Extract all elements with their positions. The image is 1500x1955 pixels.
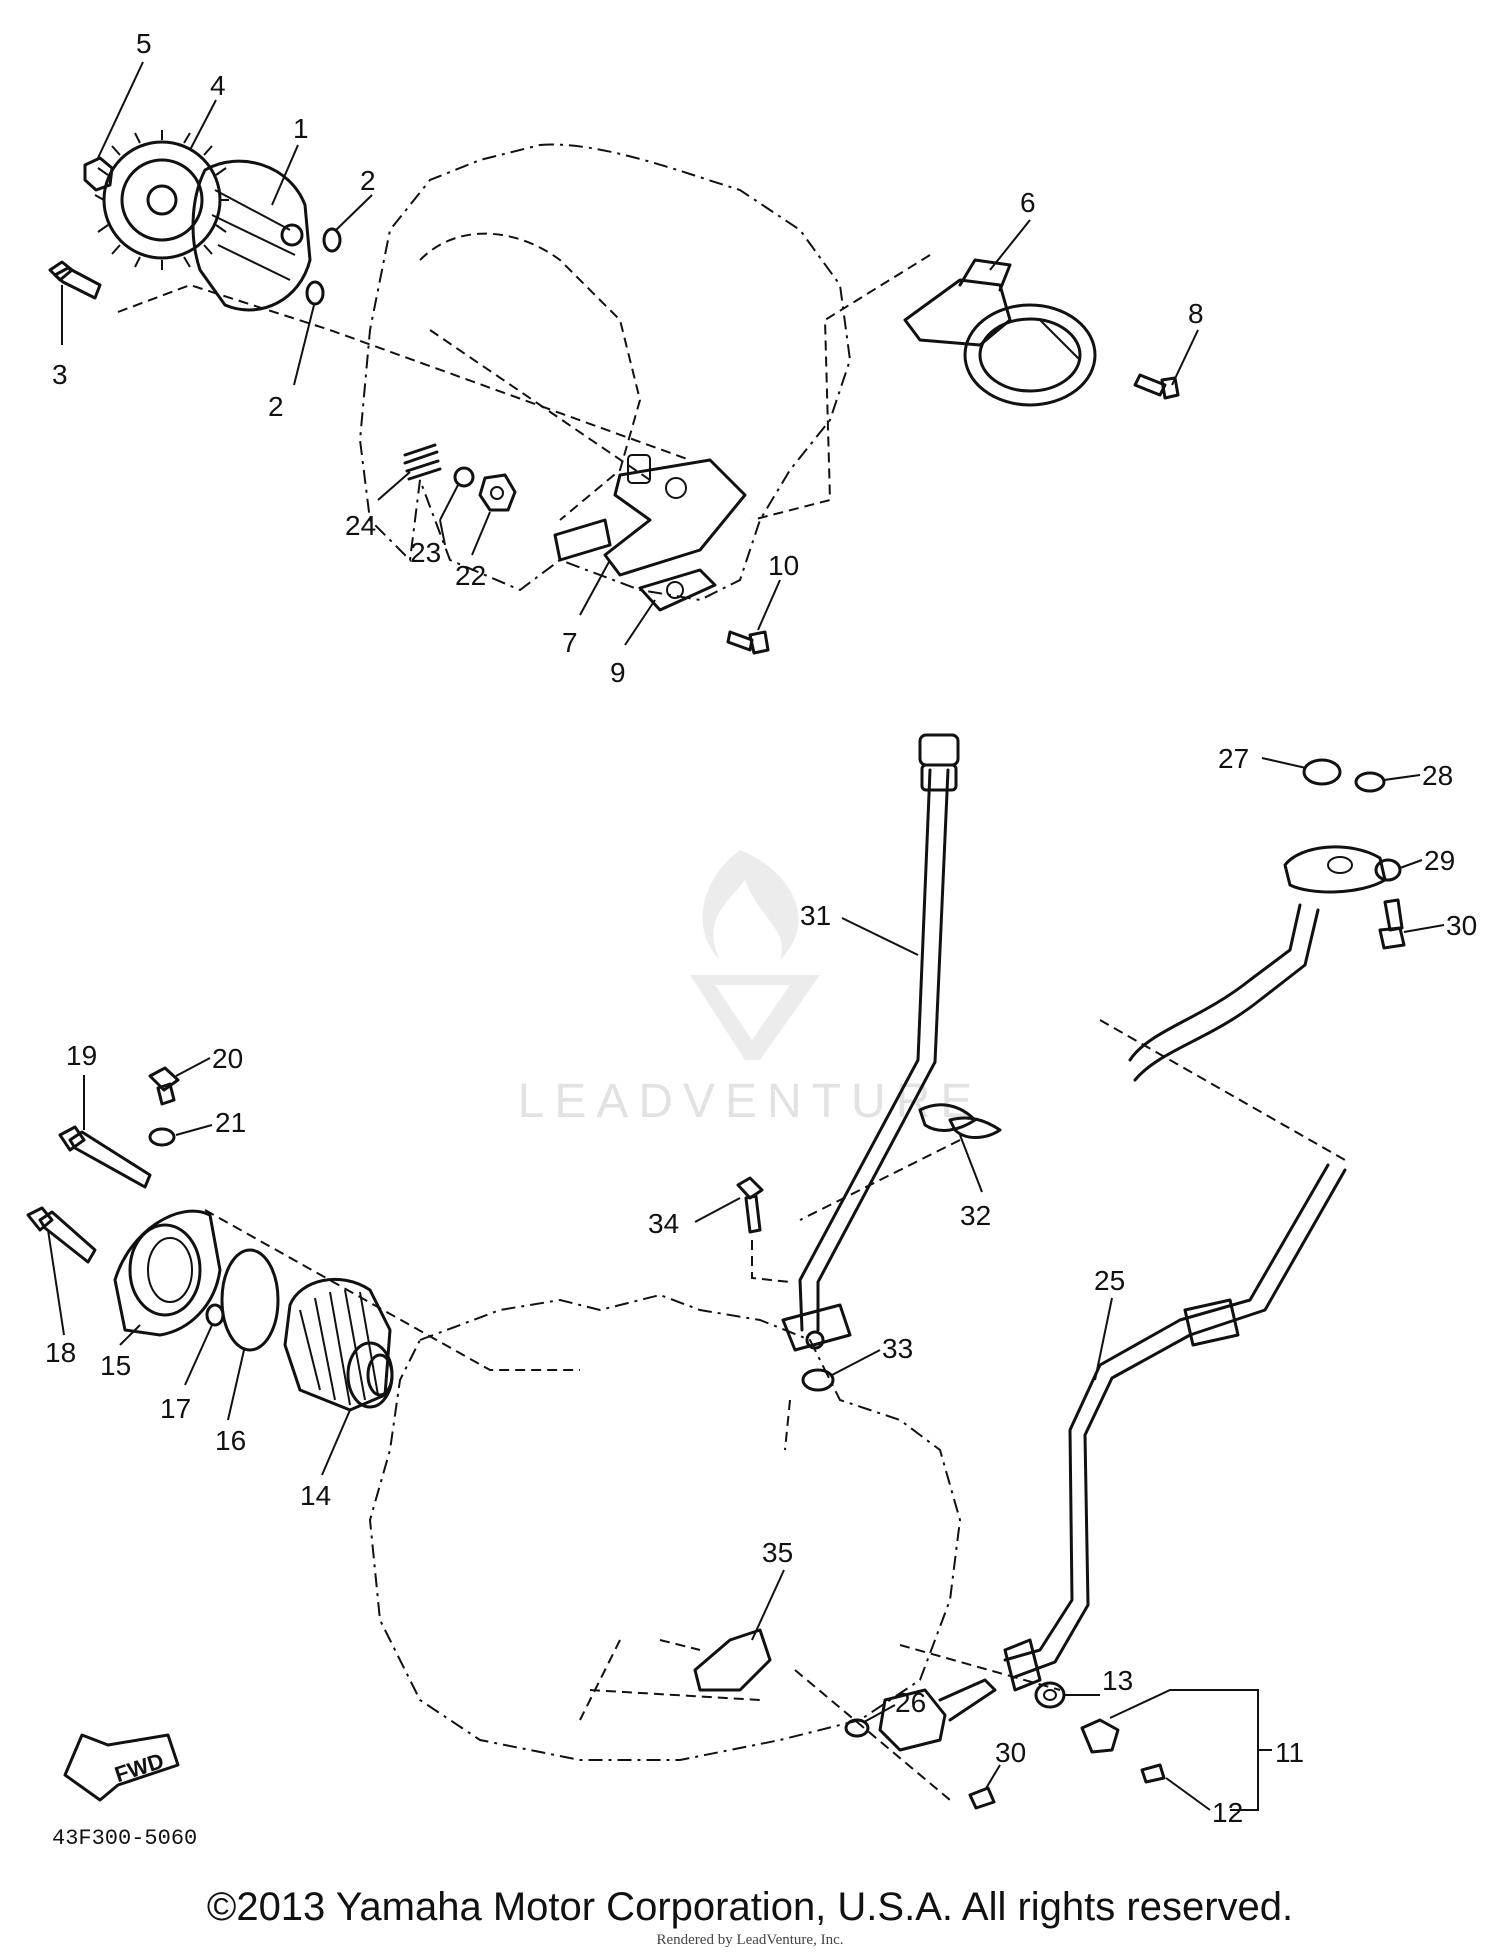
callout-31: 31 xyxy=(800,900,831,931)
o-ring-33 xyxy=(801,1368,835,1392)
oil-delivery-pipe xyxy=(781,733,960,1352)
filter-cover-bolt-18 xyxy=(26,1206,97,1264)
callout-22: 22 xyxy=(455,560,486,591)
callout-8: 8 xyxy=(1188,298,1204,329)
o-ring-16 xyxy=(220,1248,280,1352)
union-bolt-11 xyxy=(1080,1718,1120,1754)
bleed-bolt-20 xyxy=(148,1066,180,1106)
watermark-logo: LEADVENTURE xyxy=(518,850,972,1128)
callout-28: 28 xyxy=(1422,760,1453,791)
callout-7: 7 xyxy=(562,627,578,658)
callout-23: 23 xyxy=(410,537,441,568)
oil-filter-element xyxy=(283,1277,394,1412)
oil-return-pipe xyxy=(1003,1163,1347,1692)
callout-20: 20 xyxy=(212,1043,243,1074)
gasket-13 xyxy=(1034,1681,1066,1709)
callout-10: 10 xyxy=(768,550,799,581)
callout-25: 25 xyxy=(1094,1265,1125,1296)
callout-16: 16 xyxy=(215,1425,246,1456)
callout-2b: 2 xyxy=(268,391,284,422)
lower-crankcase-outline xyxy=(368,1293,962,1761)
callout-24: 24 xyxy=(345,510,376,541)
callout-27: 27 xyxy=(1218,743,1249,774)
oil-filter-cover xyxy=(113,1209,222,1337)
callout-35: 35 xyxy=(762,1537,793,1568)
callout-6: 6 xyxy=(1020,187,1036,218)
callout-15: 15 xyxy=(100,1350,131,1381)
pipe-bolt-34 xyxy=(736,1176,764,1234)
oil-pump-bolt xyxy=(48,260,102,300)
o-ring-17 xyxy=(205,1303,225,1327)
callout-17: 17 xyxy=(160,1393,191,1424)
callout-18: 18 xyxy=(45,1337,76,1368)
callout-3: 3 xyxy=(52,359,68,390)
pipe-clamp xyxy=(918,1103,1002,1139)
relief-valve-22 xyxy=(478,473,517,512)
o-ring-28 xyxy=(1354,771,1386,793)
catalog-number: 43F300-5060 xyxy=(52,1826,198,1851)
callout-34: 34 xyxy=(648,1208,679,1239)
o-ring-27 xyxy=(1302,758,1342,786)
callout-2a: 2 xyxy=(360,165,376,196)
fwd-arrow-badge: FWD xyxy=(63,1733,180,1802)
oil-pump-drive-gear xyxy=(94,130,229,270)
rendered-by-credit: Rendered by LeadVenture, Inc. xyxy=(656,1932,844,1948)
fitting-bolt-30-upper xyxy=(1378,898,1406,950)
callout-11: 11 xyxy=(1275,1737,1304,1768)
callout-33: 33 xyxy=(882,1333,913,1364)
o-ring-26 xyxy=(844,1718,870,1738)
fitting-bolt-30-lower xyxy=(968,1786,996,1810)
callout-21: 21 xyxy=(215,1107,246,1138)
oil-pump-o-ring-top xyxy=(322,227,342,253)
callouts: 1 2 2 3 4 5 6 7 8 9 10 11 1 xyxy=(45,28,1477,1828)
screw-12 xyxy=(1140,1763,1166,1784)
filter-cover-bolt-19 xyxy=(58,1125,152,1189)
callout-12: 12 xyxy=(1212,1797,1243,1828)
callout-19: 19 xyxy=(66,1040,97,1071)
oil-strainer xyxy=(903,258,1097,407)
oil-pump-nut xyxy=(83,156,114,192)
copyright-notice: ©2013 Yamaha Motor Corporation, U.S.A. A… xyxy=(206,1885,1294,1929)
crankcase-cover-bracket xyxy=(693,1628,772,1692)
fwd-label: FWD xyxy=(112,1748,167,1787)
callout-1: 1 xyxy=(293,113,309,144)
callout-30b: 30 xyxy=(995,1737,1026,1768)
callout-30a: 30 xyxy=(1446,910,1477,941)
oil-pipe-flange xyxy=(878,1678,997,1752)
callout-4: 4 xyxy=(210,70,226,101)
oil-guide-plate xyxy=(553,454,747,577)
callout-29: 29 xyxy=(1424,845,1455,876)
callout-14: 14 xyxy=(300,1480,331,1511)
oil-pump-body xyxy=(191,159,312,312)
callout-5: 5 xyxy=(136,28,152,59)
oil-pump-o-ring-bottom xyxy=(305,280,325,306)
strainer-bolt xyxy=(1133,373,1180,400)
callout-32: 32 xyxy=(960,1200,991,1231)
o-ring-23 xyxy=(453,466,475,488)
callout-13: 13 xyxy=(1102,1665,1133,1696)
washer-21 xyxy=(148,1127,176,1147)
callout-9: 9 xyxy=(610,657,626,688)
plate-screw xyxy=(726,630,770,655)
washer-29 xyxy=(1374,858,1402,882)
upper-crankcase-outline xyxy=(358,143,852,602)
oil-return-fitting xyxy=(1128,845,1387,1082)
callout-26: 26 xyxy=(895,1687,926,1718)
spring xyxy=(403,443,442,481)
